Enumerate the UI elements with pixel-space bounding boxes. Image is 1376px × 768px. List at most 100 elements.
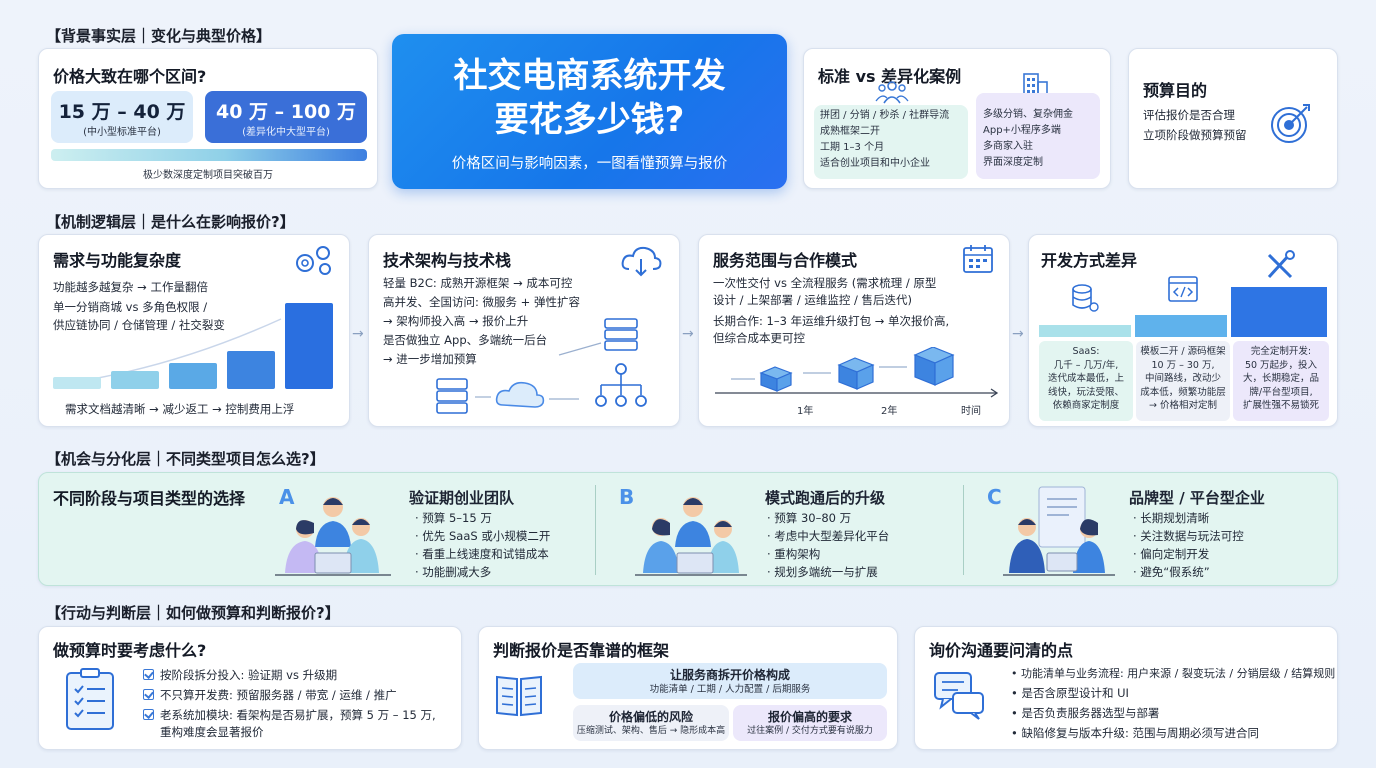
price-range-small-desc: (中小型标准平台): [83, 127, 161, 138]
hero-title-line2: 要花多少钱?: [494, 100, 685, 140]
dev-col-line: 依赖商家定制度: [1052, 400, 1120, 411]
flow-arrow-icon: →: [1012, 326, 1024, 342]
service-model-title: 服务范围与合作模式: [713, 251, 858, 270]
framework-low-price-box: 价格偏低的风险 压缩测试、架构、售后 → 隐形成本高: [573, 705, 729, 741]
project-types-intro: 不同阶段与项目类型的选择: [53, 489, 246, 508]
budget-item-continued: 重构难度会显著报价: [160, 725, 264, 739]
price-range-large: 40 万 – 100 万 (差异化中大型平台): [205, 91, 367, 143]
inquiry-points-title: 询价沟通要问清的点: [929, 641, 1074, 660]
dev-col-line: 成本低，频繁功能层: [1140, 386, 1226, 398]
timeline-label: 时间: [961, 406, 981, 417]
dev-col-line: SaaS:: [1072, 346, 1100, 357]
open-book-icon: [496, 675, 542, 717]
standard-case-line: 工期 1–3 个月: [820, 142, 885, 153]
standard-case-line: 适合创业项目和中小企业: [820, 158, 930, 169]
divider: [963, 485, 964, 575]
dev-col-line: 几千 – 几万/年,: [1053, 359, 1119, 371]
tech-line: → 进一步增加预算: [383, 352, 477, 366]
price-range-note: 极少数深度定制项目突破百万: [143, 170, 273, 181]
dev-approach-title: 开发方式差异: [1041, 251, 1138, 270]
dev-col-line: 线快，玩法受限、: [1047, 386, 1124, 398]
chat-bubbles-icon: [934, 672, 984, 720]
budget-item: 老系统加模块: 看架构是否易扩展，预算 5 万 – 15 万,: [143, 707, 436, 724]
tech-line: 是否做独立 App、多端统一后台: [383, 333, 548, 347]
startup-team-illustration: [275, 497, 391, 576]
budget-considerations-card: 做预算时要考虑什么? 按阶段拆分投入: 验证期 vs 升级期 不只算开发费: 预…: [38, 626, 462, 750]
flow-arrow-icon: →: [682, 326, 694, 342]
service-line: 长期合作: 1–3 年运维升级打包 → 单次报价高,: [713, 314, 950, 328]
framework-low-price-desc: 压缩测试、架构、售后 → 隐形成本高: [576, 726, 726, 736]
framework-top-box: 让服务商拆开价格构成 功能清单 / 工期 / 人力配置 / 后期服务: [573, 663, 887, 699]
custom-case-line: App+小程序多端: [983, 125, 1061, 136]
dev-col-line: 模板二开 / 源码框架: [1140, 346, 1226, 357]
standard-case-box: 拼团 / 分销 / 秒杀 / 社群导流 成熟框架二开 工期 1–3 个月 适合创…: [814, 105, 968, 179]
service-line: 但综合成本更可控: [713, 331, 805, 345]
dev-col-custom: 完全定制开发: 50 万起步，投入 大，长期稳定，品 牌/平台型项目, 扩展性强…: [1233, 341, 1329, 421]
group-item: · 功能删减大多: [415, 565, 492, 579]
budget-purpose-line: 评估报价是否合理: [1143, 108, 1235, 122]
price-range-title: 价格大致在哪个区间?: [53, 67, 207, 86]
custom-case-line: 多商家入驻: [983, 141, 1033, 152]
group-item: · 关注数据与玩法可控: [1133, 529, 1244, 543]
standard-case-line: 成熟框架二开: [820, 126, 880, 137]
framework-top-title: 让服务商拆开价格构成: [669, 668, 790, 682]
tech-line: 轻量 B2C: 成熟开源框架 → 成本可控: [383, 276, 573, 290]
target-icon: [1271, 104, 1310, 143]
timeline-label: 2年: [881, 406, 898, 417]
dev-col-line: 扩展性强不易锁死: [1242, 400, 1319, 411]
architecture-illustration: [436, 318, 647, 414]
group-item: · 优先 SaaS 或小规模二开: [415, 529, 551, 543]
cases-title: 标准 vs 差异化案例: [818, 67, 962, 86]
tech-line: → 架构师投入高 → 报价上升: [383, 314, 529, 328]
inquiry-item: • 缺陷修复与版本升级: 范围与周期必须写进合同: [1011, 726, 1259, 740]
service-line: 一次性交付 vs 全流程服务 (需求梳理 / 原型: [713, 276, 937, 290]
complexity-bars-illustration: [53, 303, 333, 389]
price-range-bar: [51, 149, 367, 161]
group-item: · 偏向定制开发: [1133, 547, 1210, 561]
dev-col-line: 50 万起步，投入: [1244, 359, 1318, 371]
group-item: · 长期规划清晰: [1133, 511, 1210, 525]
price-range-large-desc: (差异化中大型平台): [242, 127, 330, 138]
growth-team-illustration: [635, 497, 747, 576]
price-range-large-value: 40 万 – 100 万: [215, 101, 357, 123]
enterprise-team-illustration: [1003, 486, 1115, 576]
group-letter-b: B: [619, 485, 635, 509]
group-items-c: · 长期规划清晰 · 关注数据与玩法可控 · 偏向定制开发 · 避免“假系统”: [1133, 509, 1244, 581]
tools-icon: [1267, 250, 1295, 279]
complexity-line: 功能越多越复杂 → 工作量翻倍: [53, 280, 208, 294]
calendar-icon: [963, 245, 993, 273]
service-model-card: 服务范围与合作模式 一次性交付 vs 全流程服务 (需求梳理 / 原型 设计 /…: [698, 234, 1010, 427]
dev-col-line: 迭代成本最低，上: [1047, 373, 1124, 384]
complexity-card: 需求与功能复杂度 功能越多越复杂 → 工作量翻倍 单一分销商城 vs 多角色权限…: [38, 234, 350, 427]
framework-top-desc: 功能清单 / 工期 / 人力配置 / 后期服务: [649, 684, 811, 695]
gears-icon: [296, 246, 331, 275]
standard-case-line: 拼团 / 分销 / 秒杀 / 社群导流: [820, 110, 950, 121]
checkbox-icon: [143, 669, 154, 680]
framework-high-price-desc: 过往案例 / 交付方式要有说服力: [747, 726, 873, 736]
dev-col-line: 完全定制开发:: [1250, 346, 1312, 357]
checkbox-icon: [143, 709, 154, 720]
cases-card: 标准 vs 差异化案例 拼团 / 分销 / 秒杀 / 社群导流 成熟框架二开 工…: [803, 48, 1111, 189]
price-range-card: 价格大致在哪个区间? 15 万 – 40 万 (中小型标准平台) 40 万 – …: [38, 48, 378, 189]
group-title-b: 模式跑通后的升级: [765, 489, 886, 507]
timeline-label: 1年: [797, 406, 814, 417]
budget-purpose-card: 预算目的 评估报价是否合理 立项阶段做预算预留: [1128, 48, 1338, 189]
group-title-a: 验证期创业团队: [409, 489, 515, 507]
section-label-mechanism: 【机制逻辑层｜是什么在影响报价?】: [46, 213, 295, 231]
framework-low-price-title: 价格偏低的风险: [608, 710, 693, 724]
dev-col-line: 大，长期稳定，品: [1242, 373, 1319, 384]
section-label-opportunity: 【机会与分化层｜不同类型项目怎么选?】: [46, 450, 325, 468]
group-item: · 规划多端统一与扩展: [767, 565, 878, 579]
custom-case-line: 界面深度定制: [983, 157, 1043, 168]
complexity-footer: 需求文档越清晰 → 减少返工 → 控制费用上浮: [65, 402, 295, 416]
custom-case-line: 多级分销、复杂佣金: [983, 109, 1073, 120]
budget-item: 不只算开发费: 预留服务器 / 带宽 / 运维 / 推广: [143, 687, 397, 704]
divider: [595, 485, 596, 575]
dev-col-line: 10 万 – 30 万,: [1151, 359, 1215, 371]
group-item: · 避免“假系统”: [1133, 565, 1210, 579]
inquiry-item: • 是否负责服务器选型与部署: [1011, 706, 1160, 720]
quote-framework-card: 判断报价是否靠谱的框架 让服务商拆开价格构成 功能清单 / 工期 / 人力配置 …: [478, 626, 898, 750]
tech-line: 高并发、全国访问: 微服务 + 弹性扩容: [383, 295, 580, 309]
dev-col-line: 牌/平台型项目,: [1249, 386, 1313, 398]
tech-stack-title: 技术架构与技术栈: [383, 251, 512, 270]
